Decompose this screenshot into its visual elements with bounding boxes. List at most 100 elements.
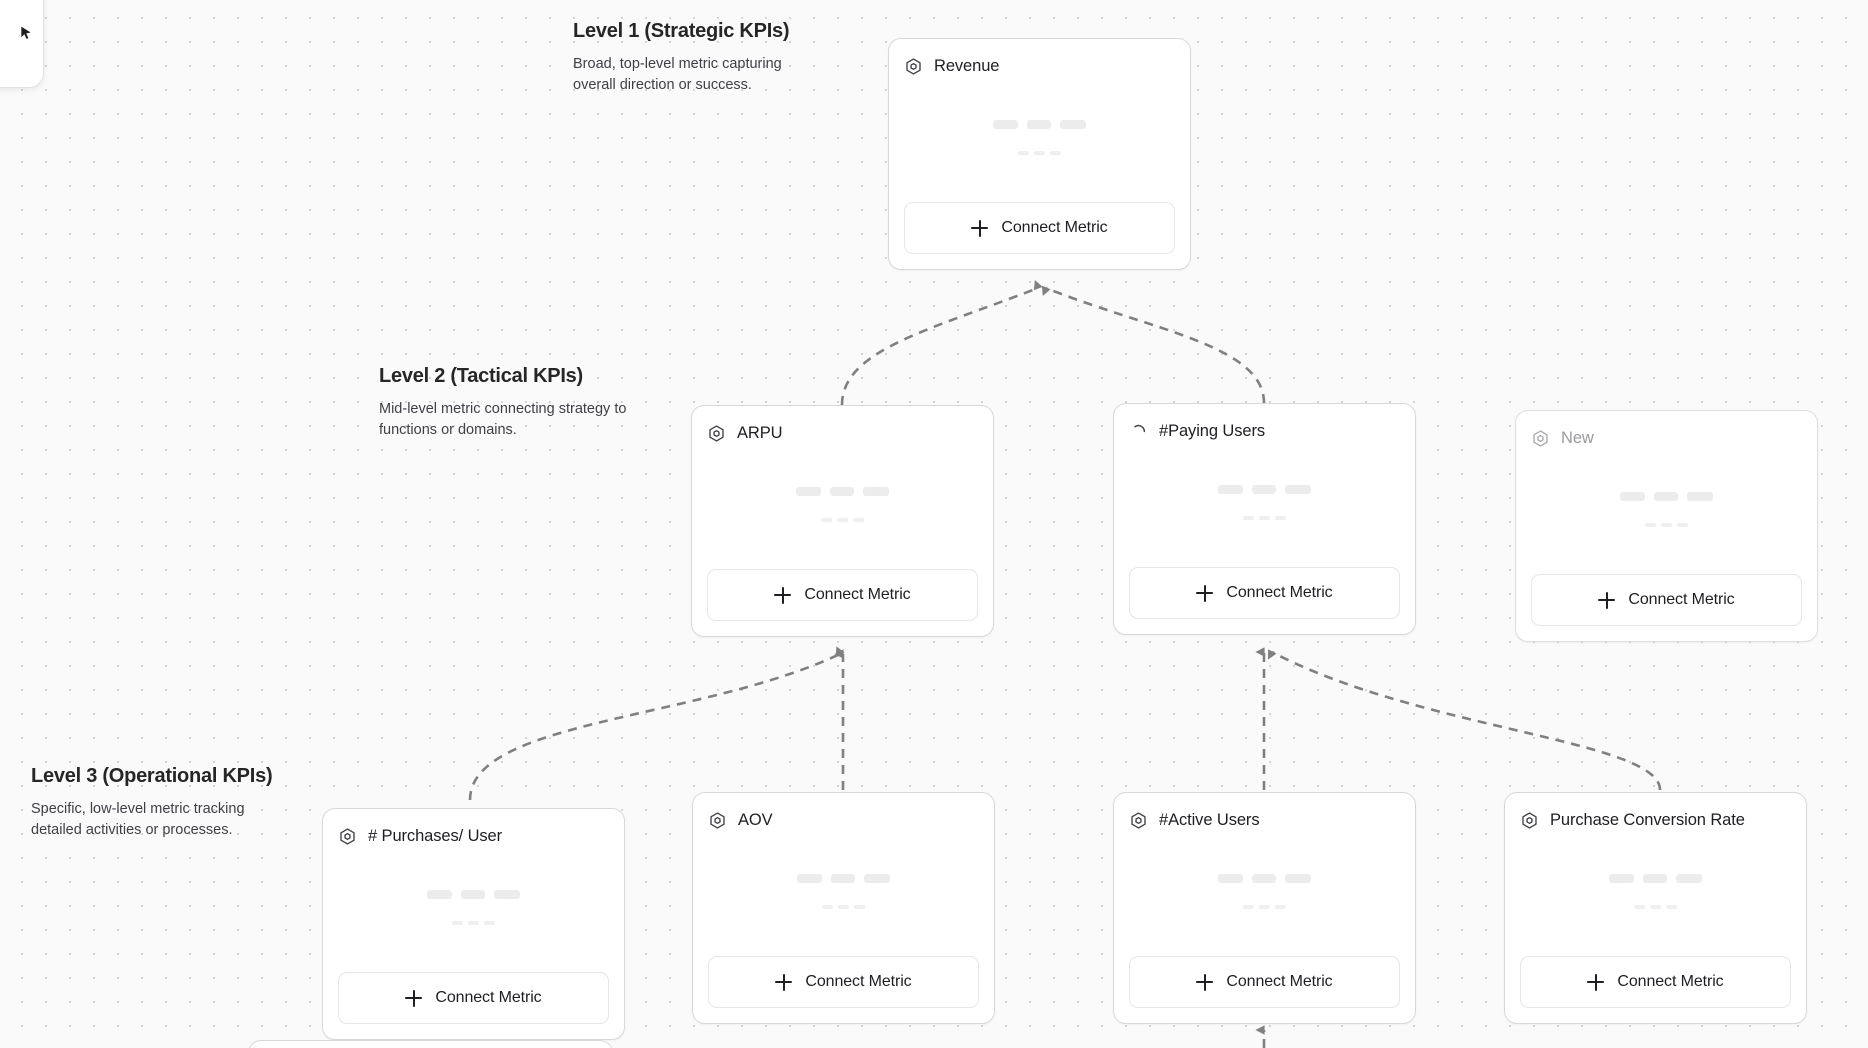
- hexagon-metric-icon: [1531, 429, 1550, 448]
- metric-card-purchases-per-user[interactable]: # Purchases/ User Connect Metric: [322, 808, 625, 1040]
- skeleton-bar: [1285, 874, 1311, 883]
- card-header: Revenue: [904, 53, 1175, 79]
- skeleton-row-primary: [993, 120, 1086, 129]
- skeleton-bar: [1643, 874, 1667, 883]
- card-title: ARPU: [737, 423, 783, 442]
- skeleton-bar: [1609, 874, 1634, 883]
- skeleton-row-secondary: [821, 518, 864, 522]
- plus-icon: [971, 219, 989, 237]
- edge-conversion-to-paying-users: [1267, 649, 1662, 791]
- card-skeleton-body: [1129, 833, 1400, 956]
- connect-metric-button[interactable]: Connect Metric: [1531, 574, 1802, 626]
- skeleton-bar: [1285, 485, 1311, 494]
- skeleton-row-secondary: [822, 905, 865, 909]
- card-header: ARPU: [707, 420, 978, 446]
- loading-spinner-icon: [1129, 422, 1148, 441]
- skeleton-bar: [853, 518, 864, 522]
- card-skeleton-body: [1531, 451, 1802, 574]
- metric-card-active-users[interactable]: #Active Users Connect Metric: [1113, 792, 1416, 1024]
- skeleton-row-primary: [1620, 492, 1713, 501]
- skeleton-row-primary: [1218, 485, 1311, 494]
- skeleton-bar: [1676, 874, 1702, 883]
- connect-metric-button[interactable]: Connect Metric: [707, 569, 978, 621]
- hexagon-metric-icon: [1520, 811, 1539, 830]
- cursor-pointer-icon: [18, 25, 34, 41]
- card-header: #Active Users: [1129, 807, 1400, 833]
- skeleton-bar: [1218, 874, 1243, 883]
- card-title: Purchase Conversion Rate: [1550, 810, 1745, 829]
- level-1-title: Level 1 (Strategic KPIs): [573, 20, 790, 42]
- connect-metric-button[interactable]: Connect Metric: [338, 972, 609, 1024]
- skeleton-bar: [1661, 523, 1672, 527]
- skeleton-bar: [1218, 485, 1243, 494]
- skeleton-bar: [1620, 492, 1645, 501]
- skeleton-bar: [452, 921, 463, 925]
- metric-card-arpu[interactable]: ARPU Connect Metric: [691, 405, 994, 637]
- metric-card-purchase-conversion-rate[interactable]: Purchase Conversion Rate Connect Metric: [1504, 792, 1807, 1024]
- skeleton-bar: [1275, 516, 1286, 520]
- skeleton-bar: [494, 890, 520, 899]
- skeleton-bar: [461, 890, 485, 899]
- metric-card-aov[interactable]: AOV Connect Metric: [692, 792, 995, 1024]
- connect-metric-button[interactable]: Connect Metric: [708, 956, 979, 1008]
- level-3-description: Specific, low-level metric tracking deta…: [31, 801, 245, 839]
- connect-metric-label: Connect Metric: [805, 973, 912, 990]
- skeleton-bar: [1666, 905, 1677, 909]
- metric-card-paying-users[interactable]: #Paying Users Connect Metric: [1113, 403, 1416, 635]
- card-skeleton-body: [708, 833, 979, 956]
- skeleton-bar: [796, 487, 821, 496]
- plus-icon: [1598, 591, 1616, 609]
- skeleton-row-primary: [1218, 874, 1311, 883]
- level-2-title: Level 2 (Tactical KPIs): [379, 365, 583, 387]
- card-header: #Paying Users: [1129, 418, 1400, 444]
- metric-card-revenue[interactable]: Revenue Connect Metric: [888, 38, 1191, 270]
- skeleton-row-primary: [1609, 874, 1702, 883]
- level-2-description: Mid-level metric connecting strategy to …: [379, 401, 627, 439]
- plus-icon: [774, 586, 792, 604]
- skeleton-bar: [1687, 492, 1713, 501]
- hexagon-metric-icon: [338, 827, 357, 846]
- connect-metric-label: Connect Metric: [1001, 219, 1108, 236]
- skeleton-bar: [1027, 120, 1051, 129]
- card-header: New: [1531, 425, 1802, 451]
- skeleton-bar: [1243, 516, 1254, 520]
- skeleton-bar: [468, 921, 479, 925]
- card-title: #Paying Users: [1159, 421, 1265, 440]
- metric-card-partial-bottom[interactable]: [248, 1040, 613, 1048]
- skeleton-bar: [1252, 485, 1276, 494]
- card-header: # Purchases/ User: [338, 823, 609, 849]
- skeleton-bar: [838, 905, 849, 909]
- connect-metric-label: Connect Metric: [435, 989, 542, 1006]
- plus-icon: [1196, 584, 1214, 602]
- skeleton-row-secondary: [1243, 516, 1286, 520]
- card-title: New: [1561, 428, 1594, 447]
- skeleton-bar: [831, 874, 855, 883]
- skeleton-row-primary: [427, 890, 520, 899]
- skeleton-row-secondary: [1634, 905, 1677, 909]
- card-skeleton-body: [904, 79, 1175, 202]
- skeleton-bar: [1677, 523, 1688, 527]
- metric-card-new[interactable]: New Connect Metric: [1515, 410, 1818, 642]
- skeleton-bar: [837, 518, 848, 522]
- card-title: # Purchases/ User: [368, 826, 503, 845]
- hexagon-metric-icon: [708, 811, 727, 830]
- skeleton-bar: [821, 518, 832, 522]
- edge-arpu-to-revenue: [840, 279, 1043, 406]
- skeleton-bar: [854, 905, 865, 909]
- plus-icon: [405, 989, 423, 1007]
- connect-metric-button[interactable]: Connect Metric: [1520, 956, 1791, 1008]
- connect-metric-button[interactable]: Connect Metric: [1129, 956, 1400, 1008]
- edge-purchases-to-arpu: [468, 646, 845, 801]
- connect-metric-button[interactable]: Connect Metric: [904, 202, 1175, 254]
- card-header: AOV: [708, 807, 979, 833]
- connect-metric-button[interactable]: Connect Metric: [1129, 567, 1400, 619]
- skeleton-bar: [1259, 905, 1270, 909]
- skeleton-bar: [1654, 492, 1678, 501]
- hexagon-metric-icon: [1129, 811, 1148, 830]
- card-skeleton-body: [707, 446, 978, 569]
- skeleton-bar: [1034, 151, 1045, 155]
- floating-toolbar-panel[interactable]: [0, 0, 44, 88]
- card-header: Purchase Conversion Rate: [1520, 807, 1791, 833]
- card-skeleton-body: [338, 849, 609, 972]
